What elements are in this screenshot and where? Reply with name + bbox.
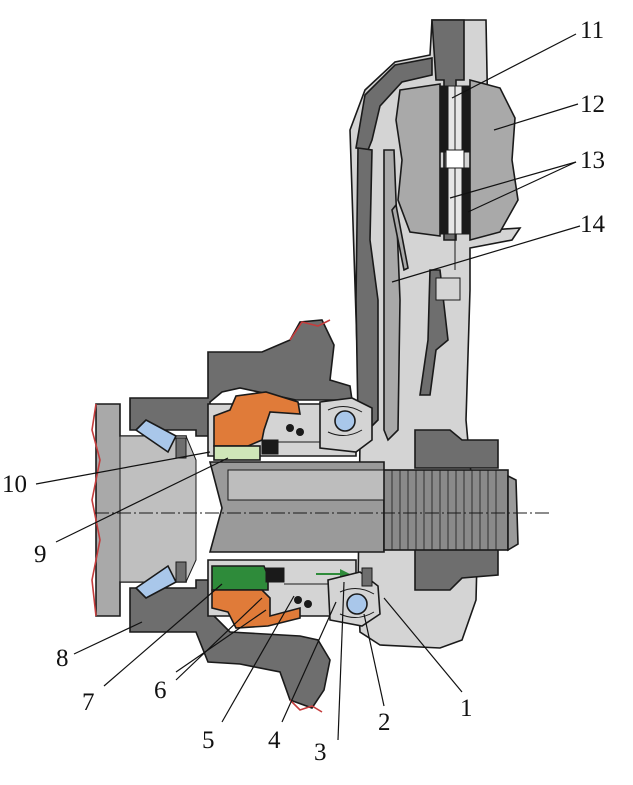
leader-6b [175,597,263,681]
leader-14 [391,225,581,283]
seal-lower-green [211,565,269,591]
seal-upper-black [261,439,279,455]
release-bearing-lower [207,559,381,629]
release-bearing-ball-upper [334,410,356,432]
leader-10 [35,451,211,485]
seal-upper-green [213,445,261,461]
callout-13: 13 [580,147,605,174]
disc-rivet [445,149,465,169]
leader-8 [73,621,143,655]
shaft-spline [383,469,509,551]
callout-5: 5 [202,727,215,754]
leader-9 [55,457,229,543]
callout-labels: 1 2 3 4 5 6 7 8 9 10 11 12 13 14 [2,17,606,766]
callout-2: 2 [378,709,391,736]
piston-lower [211,589,301,629]
flywheel-block-left [395,83,441,237]
leader-lines [35,33,581,741]
leader-6a [175,609,267,673]
seal-lower-black [265,567,285,583]
spline-teeth [391,470,497,550]
diaphragm-pivot [435,277,461,301]
left-end-cover [91,403,197,617]
leader-13a [449,161,577,199]
callout-4: 4 [268,727,281,754]
leader-4 [281,601,337,723]
left-end-cover-break-line [91,403,101,617]
bearing-clip-lower [361,567,373,587]
bearing-race-upper [175,437,187,459]
left-end-cover-face [119,435,197,583]
callout-14: 14 [580,211,606,238]
spring-lower [294,596,312,608]
callout-1: 1 [460,695,473,722]
callout-12: 12 [580,91,605,118]
leader-1 [383,597,463,693]
roller-upper [134,419,178,454]
leader-13b [467,161,577,213]
release-bearing-ball-lower [346,593,368,615]
leader-3 [337,581,345,741]
callout-6: 6 [154,677,167,704]
leader-5 [221,595,295,723]
leader-2 [363,613,385,707]
callout-7: 7 [82,689,95,716]
housing-break-line-top [289,319,331,341]
bearing-cage-upper [327,406,363,436]
pressure-plate-block-shape [469,78,519,242]
spring-upper [286,424,304,436]
flywheel-hub [414,429,499,469]
bearing-race-lower [175,561,187,583]
tapered-roller-bearings [134,419,187,599]
leader-11 [451,33,577,99]
callout-9: 9 [34,541,47,568]
input-shaft-highlight [227,469,385,501]
diaphragm-finger [391,203,409,272]
friction-lining-lower-right [461,167,471,235]
friction-lining-upper-right [461,85,471,153]
input-shaft [95,461,550,553]
housing-break-line-bottom [289,699,323,713]
release-bearing-upper [207,391,373,461]
callout-3: 3 [314,739,327,766]
diaphragm-spring [383,149,461,442]
friction-lining-upper-left [439,85,449,153]
flywheel-hub-lower [414,547,499,591]
callout-10: 10 [2,471,27,498]
flywheel-inner-band [355,147,379,432]
friction-lining-lower-left [439,167,449,235]
callout-8: 8 [56,645,69,672]
leader-7 [103,583,223,687]
housing-upper-dark [129,319,353,437]
leader-12 [493,103,579,131]
callout-11: 11 [580,17,604,44]
